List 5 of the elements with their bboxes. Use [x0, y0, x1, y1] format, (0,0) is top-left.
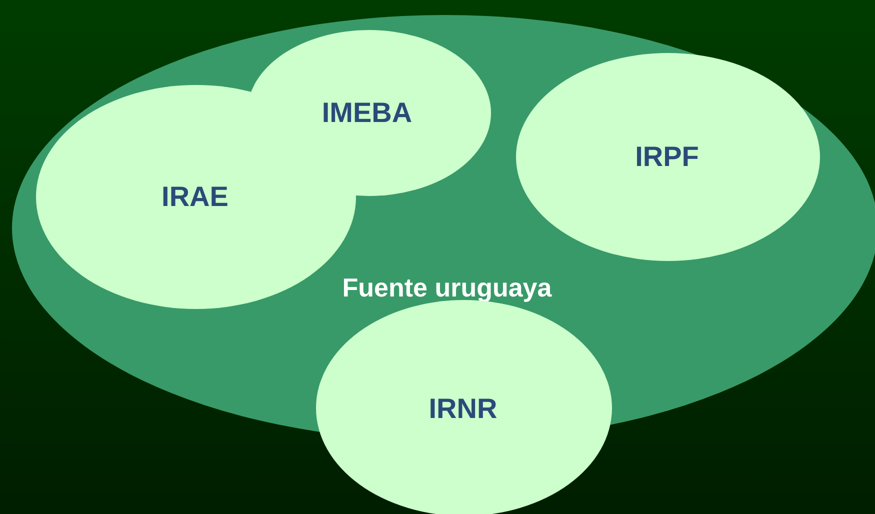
ellipse-label: Fuente uruguaya: [342, 272, 552, 304]
ellipse-label: IRAE: [162, 181, 228, 213]
ellipse-label: IMEBA: [322, 97, 412, 129]
ellipse-label: IRNR: [428, 393, 498, 425]
ellipse-label: IRPF: [635, 141, 699, 173]
